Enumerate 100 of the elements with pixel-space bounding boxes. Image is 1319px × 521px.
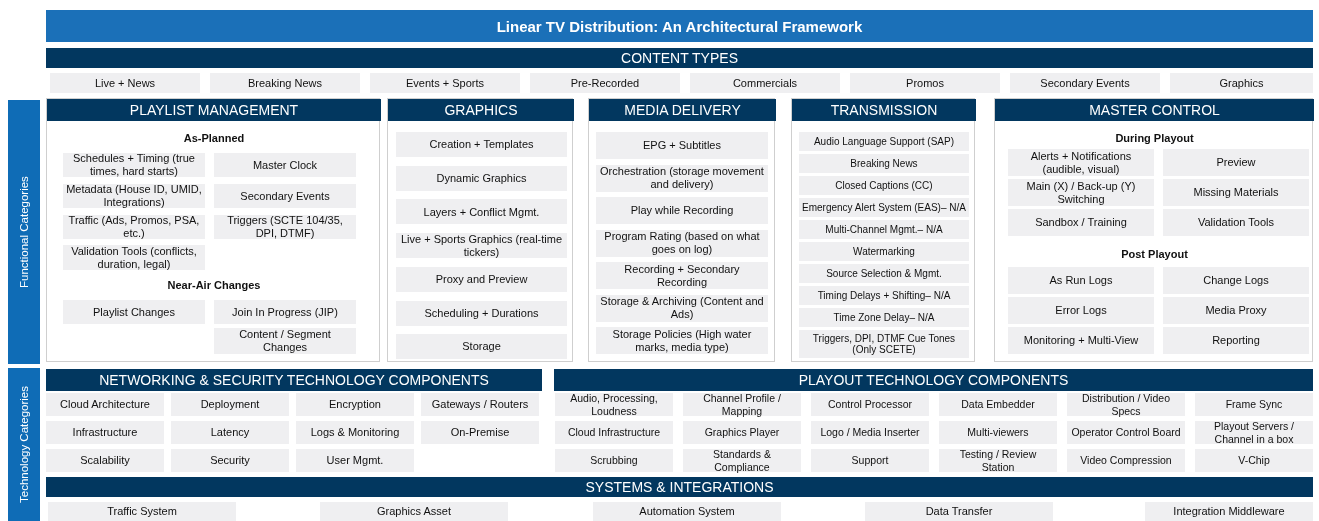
feature-tile: Audio Language Support (SAP) [799, 132, 969, 151]
feature-tile: Integration Middleware [1145, 502, 1313, 521]
section-header: NETWORKING & SECURITY TECHNOLOGY COMPONENTS [46, 369, 542, 391]
feature-tile: Play while Recording [596, 197, 768, 224]
section-header: SYSTEMS & INTEGRATIONS [46, 477, 1313, 497]
section-header: GRAPHICS [388, 99, 574, 121]
section-header: PLAYLIST MANAGEMENT [47, 99, 381, 121]
feature-tile: Breaking News [210, 73, 360, 93]
feature-tile: Watermarking [799, 242, 969, 261]
feature-tile: Storage & Archiving (Content and Ads) [596, 294, 768, 322]
feature-tile: Error Logs [1008, 297, 1154, 324]
feature-tile: Main (X) / Back-up (Y) Switching [1008, 179, 1154, 206]
feature-tile: Data Embedder [939, 393, 1057, 416]
feature-tile: Multi-viewers [939, 421, 1057, 444]
section-panel [46, 98, 380, 362]
feature-tile: Commercials [690, 73, 840, 93]
feature-tile: Triggers (SCTE 104/35, DPI, DTMF) [214, 215, 356, 239]
feature-tile: Sandbox / Training [1008, 209, 1154, 236]
section-header: MASTER CONTROL [995, 99, 1314, 121]
feature-tile: EPG + Subtitles [596, 132, 768, 159]
feature-tile: Traffic (Ads, Promos, PSA, etc.) [63, 215, 205, 239]
feature-tile: Master Clock [214, 153, 356, 177]
category-band: Technology Categories [8, 368, 40, 521]
feature-tile: Support [811, 449, 929, 472]
feature-tile: Multi-Channel Mgmt.– N/A [799, 220, 969, 239]
feature-tile: Time Zone Delay– N/A [799, 308, 969, 327]
feature-tile: Security [171, 449, 289, 472]
feature-tile: Validation Tools [1163, 209, 1309, 236]
feature-tile: Missing Materials [1163, 179, 1309, 206]
feature-tile: Storage Policies (High water marks, media type) [596, 327, 768, 354]
feature-tile: Testing / Review Station [939, 449, 1057, 472]
feature-tile: Emergency Alert System (EAS)– N/A [799, 198, 969, 217]
feature-tile: Graphics Player [683, 421, 801, 444]
feature-tile: V-Chip [1195, 449, 1313, 472]
feature-tile: Content / Segment Changes [214, 328, 356, 354]
feature-tile: Source Selection & Mgmt. [799, 264, 969, 283]
feature-tile: Creation + Templates [396, 132, 567, 157]
feature-tile: Frame Sync [1195, 393, 1313, 416]
section-header: TRANSMISSION [792, 99, 976, 121]
feature-tile: Operator Control Board [1067, 421, 1185, 444]
feature-tile: Audio, Processing, Loudness [555, 393, 673, 416]
section-header: MEDIA DELIVERY [589, 99, 776, 121]
feature-tile: User Mgmt. [296, 449, 414, 472]
feature-tile: Promos [850, 73, 1000, 93]
section-header: PLAYOUT TECHNOLOGY COMPONENTS [554, 369, 1313, 391]
feature-tile: Playlist Changes [63, 300, 205, 324]
feature-tile: Latency [171, 421, 289, 444]
feature-tile: Storage [396, 334, 567, 360]
feature-tile: Recording + Secondary Recording [596, 262, 768, 289]
section-panel [994, 98, 1313, 362]
feature-tile: Scrubbing [555, 449, 673, 472]
feature-tile: Cloud Architecture [46, 393, 164, 416]
feature-tile: Graphics [1170, 73, 1313, 93]
feature-tile: Live + News [50, 73, 200, 93]
feature-tile: Deployment [171, 393, 289, 416]
feature-tile: Media Proxy [1163, 297, 1309, 324]
feature-tile: Control Processor [811, 393, 929, 416]
feature-tile: Preview [1163, 149, 1309, 176]
feature-tile: Breaking News [799, 154, 969, 173]
feature-tile: Encryption [296, 393, 414, 416]
feature-tile: Alerts + Notifications (audible, visual) [1008, 149, 1154, 176]
feature-tile: As Run Logs [1008, 267, 1154, 294]
feature-tile: Proxy and Preview [396, 266, 567, 292]
title-banner: Linear TV Distribution: An Architectural Framework [46, 10, 1313, 42]
feature-tile: Video Compression [1067, 449, 1185, 472]
feature-tile: Automation System [593, 502, 781, 521]
feature-tile: Join In Progress (JIP) [214, 300, 356, 324]
feature-tile: Secondary Events [214, 184, 356, 208]
category-band: Functional Categories [8, 100, 40, 364]
feature-tile: Logo / Media Inserter [811, 421, 929, 444]
section-header: CONTENT TYPES [46, 48, 1313, 68]
feature-tile: Events + Sports [370, 73, 520, 93]
feature-tile: Pre-Recorded [530, 73, 680, 93]
feature-tile: Playout Servers / Channel in a box [1195, 421, 1313, 444]
feature-tile: Live + Sports Graphics (real-time tickers) [396, 233, 567, 259]
feature-tile: Triggers, DPI, DTMF Cue Tones (Only SCETE) [799, 330, 969, 358]
feature-tile: Metadata (House ID, UMID, Integrations) [63, 184, 205, 208]
feature-tile: Change Logs [1163, 267, 1309, 294]
feature-tile: Logs & Monitoring [296, 421, 414, 444]
section-panel [791, 98, 975, 362]
feature-tile: Graphics Asset [320, 502, 508, 521]
feature-tile: Validation Tools (conflicts, duration, legal) [63, 245, 205, 270]
feature-tile: Standards & Compliance [683, 449, 801, 472]
feature-tile: Closed Captions (CC) [799, 176, 969, 195]
feature-tile: Schedules + Timing (true times, hard starts) [63, 153, 205, 177]
section-panel [588, 98, 775, 362]
feature-tile: Monitoring + Multi-View [1008, 327, 1154, 354]
feature-tile: Distribution / Video Specs [1067, 393, 1185, 416]
feature-tile: Program Rating (based on what goes on log) [596, 229, 768, 257]
feature-tile: Cloud Infrastructure [555, 421, 673, 444]
feature-tile: Channel Profile / Mapping [683, 393, 801, 416]
subheading: Post Playout [1120, 248, 1189, 262]
feature-tile: Timing Delays + Shifting– N/A [799, 286, 969, 305]
subheading: During Playout [1114, 132, 1195, 146]
subheading: As-Planned [182, 132, 246, 146]
feature-tile: Orchestration (storage movement and delivery) [596, 164, 768, 192]
feature-tile: Scalability [46, 449, 164, 472]
feature-tile: Gateways / Routers [421, 393, 539, 416]
feature-tile: Infrastructure [46, 421, 164, 444]
subheading: Near-Air Changes [166, 279, 262, 293]
